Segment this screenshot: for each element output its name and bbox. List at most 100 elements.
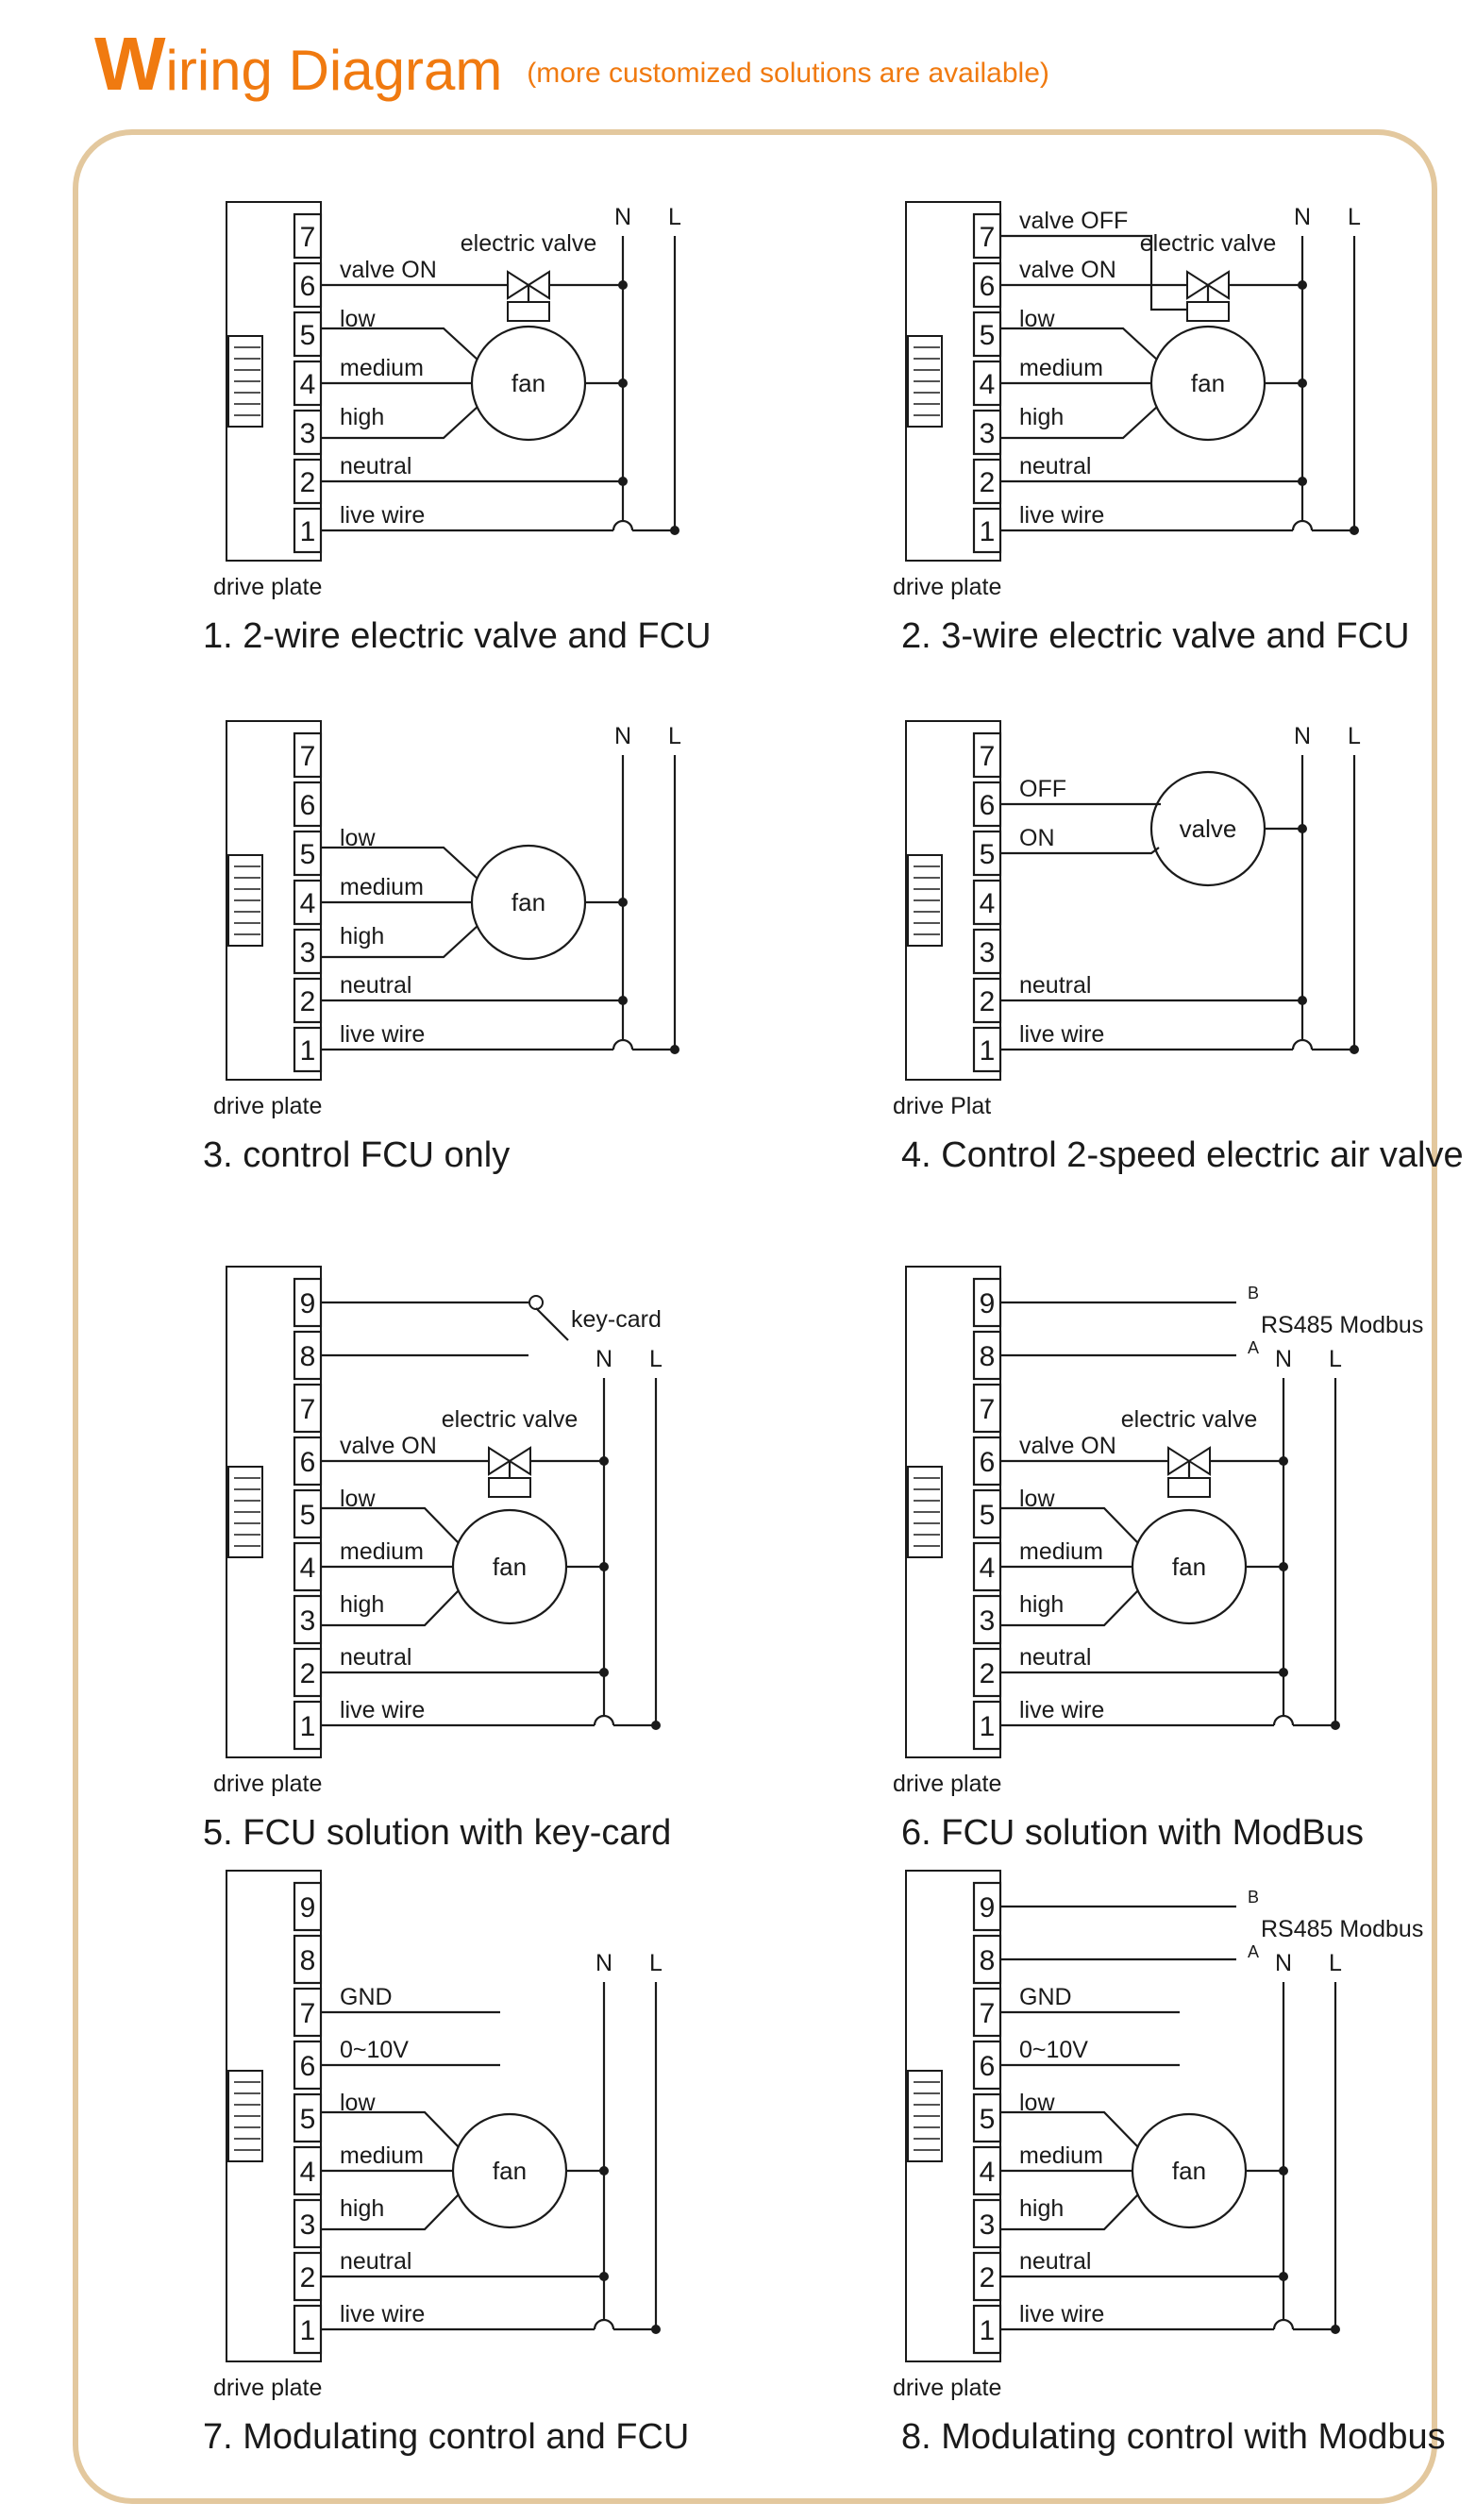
drive-plate-label: drive Plat [893,1093,991,1119]
junction-dot [1279,1562,1288,1571]
neutral-rail-label: N [1294,204,1311,230]
content-frame [73,129,1437,2504]
terminal-number-1: 1 [300,1035,316,1067]
drive-plate-label: drive plate [213,1771,322,1797]
wire-label-3: high [340,2195,384,2222]
wire-crossover [1272,1714,1295,1726]
wire-label-1: live wire [340,502,425,529]
wire-label-6: valve ON [1019,257,1116,283]
terminal-number-6: 6 [300,790,316,821]
terminal-number-7: 7 [980,1998,996,2029]
terminal-box-9 [972,1881,1002,1932]
terminal-number-5: 5 [980,839,996,870]
drive-plate-label: drive plate [213,1093,322,1119]
terminal-number-1: 1 [980,1035,996,1067]
terminal-box-5 [293,1488,323,1539]
diagram-caption: 1. 2-wire electric valve and FCU [203,616,712,656]
wire-label-2: neutral [340,2248,411,2275]
terminal-box-8 [293,1934,323,1985]
terminal-number-5: 5 [980,320,996,351]
terminal-number-3: 3 [980,1605,996,1637]
neutral-rail-label: N [1275,1346,1292,1372]
wire-label-1: live wire [340,1697,425,1723]
live-rail-label: L [649,1950,663,1976]
page-title: Wiring Diagram(more customized solutions… [94,21,1049,106]
junction-dot [1279,1456,1288,1466]
connector-block [227,1466,263,1558]
connector-block [907,854,943,947]
terminal-box-2 [972,458,1002,505]
wire-label-2: neutral [1019,2248,1091,2275]
connector-block [227,2070,263,2162]
title-subtitle: (more customized solutions are available… [527,58,1049,89]
terminal-box-3 [293,409,323,456]
modbus-b-label: B [1248,1284,1259,1302]
neutral-rail-label: N [1275,1950,1292,1976]
junction-dot [1298,477,1307,486]
wire-label-4: medium [340,2142,424,2169]
neutral-rail-label: N [614,723,631,749]
terminal-box-4 [293,879,323,926]
valve-off-wire [1000,234,1187,311]
terminal-number-7: 7 [980,222,996,253]
fan-high-wire [1000,1589,1139,1627]
terminal-box-7 [972,731,1002,779]
drive-plate-label: drive plate [213,2375,322,2401]
wire-label-6: valve ON [340,1433,437,1459]
terminal-box-3 [972,2198,1002,2249]
drive-plate-label: drive plate [893,574,1001,600]
electric-valve-label: electric valve [461,230,597,257]
wire-label-4: medium [1019,355,1103,381]
wire-crossover [1272,2318,1295,2330]
terminal-box-6 [972,2040,1002,2091]
live-rail-label: L [1348,723,1361,749]
junction-dot [599,2166,609,2176]
terminal-box-5 [293,2092,323,2143]
terminal-number-3: 3 [300,937,316,968]
electric-valve-label: electric valve [1121,1406,1258,1433]
live-rail-label: L [1348,204,1361,230]
terminal-number-4: 4 [300,2157,316,2188]
neutral-rail-label: N [595,1346,612,1372]
fan-high-wire [321,925,478,959]
keycard-switch-arm [535,1307,569,1341]
wire-label-3: high [340,923,384,949]
wire-crossover [612,519,634,531]
valve-on-wire [1000,847,1160,855]
terminal-number-7: 7 [300,222,316,253]
wire-label-6: 0~10V [340,2037,409,2063]
valve-actuator [507,301,550,322]
terminal-number-9: 9 [300,1288,316,1319]
junction-dot [651,1721,661,1730]
diagram-caption: 6. FCU solution with ModBus [901,1813,1364,1853]
terminal-number-5: 5 [300,2104,316,2135]
junction-dot [618,996,628,1005]
fan-label: fan [1172,2157,1206,2185]
terminal-box-5 [293,830,323,877]
wire-label-1: live wire [1019,1697,1104,1723]
fan-low-wire [321,2110,460,2148]
wire-label-2: neutral [1019,1644,1091,1671]
junction-dot [651,2325,661,2334]
diagram-caption: 3. control FCU only [203,1135,510,1175]
wire-label-6: 0~10V [1019,2037,1088,2063]
wire-label-2: neutral [340,1644,411,1671]
wire-label-3: high [1019,2195,1064,2222]
live-rail-label: L [1329,1346,1342,1372]
wire-label-1: live wire [1019,1021,1104,1048]
junction-dot [1298,378,1307,388]
terminal-number-1: 1 [300,2315,316,2346]
terminal-box-4 [972,879,1002,926]
terminal-number-2: 2 [980,1658,996,1689]
terminal-box-9 [972,1277,1002,1328]
terminal-number-2: 2 [300,986,316,1017]
terminal-number-5: 5 [300,1500,316,1531]
junction-dot [1298,996,1307,1005]
fan-low-wire [1000,1506,1139,1544]
junction-dot [1298,280,1307,290]
junction-dot [618,898,628,907]
connector-block [227,335,263,428]
valve-label: valve [1180,815,1237,843]
